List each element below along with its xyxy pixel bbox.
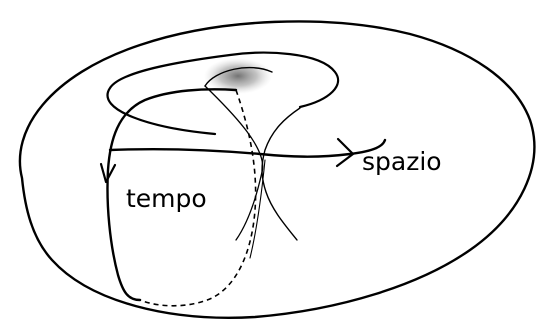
time-label: tempo [126, 184, 207, 213]
space-loop [110, 140, 385, 157]
throat-right-edge [262, 108, 300, 240]
torus-outer-outline [20, 21, 534, 317]
space-arrowhead [337, 139, 353, 166]
space-label: spazio [362, 147, 442, 176]
